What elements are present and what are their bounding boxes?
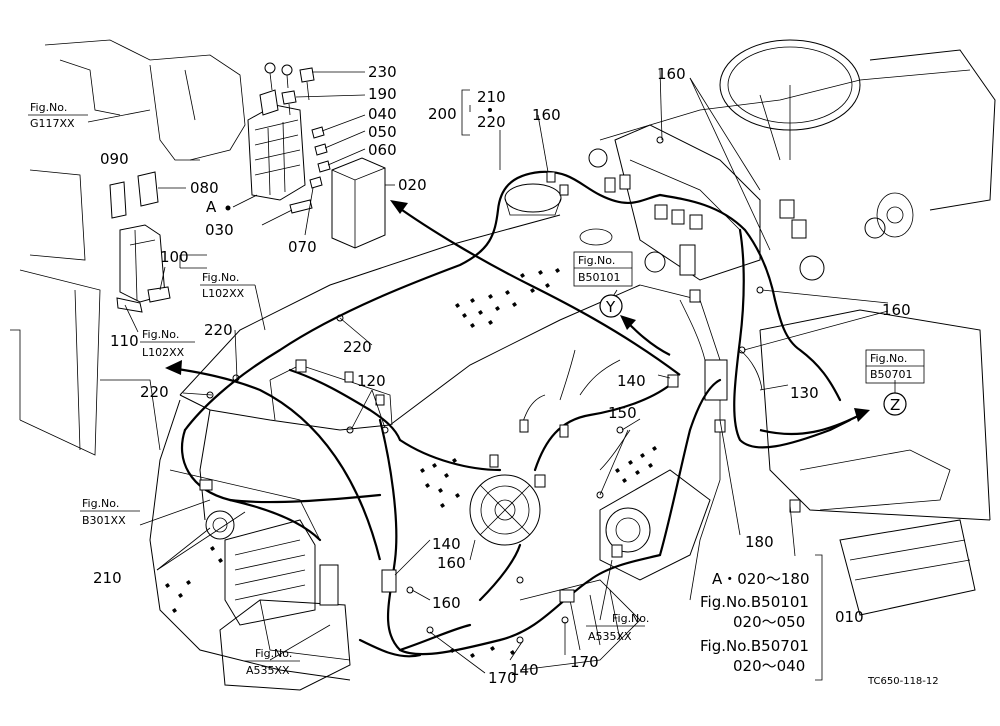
legend-line-1: A・020～180 (712, 570, 810, 588)
svg-text:Fig.No.: Fig.No. (255, 647, 292, 660)
arrow-head-l102 (165, 360, 182, 375)
label-090: 090 (100, 150, 129, 168)
svg-text:Fig.No.: Fig.No. (612, 612, 649, 625)
drawing-code: TC650-118-12 (867, 676, 939, 687)
label-210-left: 210 (93, 569, 122, 587)
label-060: 060 (368, 141, 397, 159)
view-marker-y: Y (599, 294, 623, 318)
relays-080-090 (109, 171, 159, 219)
label-210-top: 210 (477, 88, 506, 106)
fuses (289, 126, 331, 214)
label-120: 120 (357, 372, 386, 390)
label-020: 020 (398, 176, 427, 194)
label-070: 070 (288, 238, 317, 256)
label-140-bottom: 140 (510, 661, 539, 679)
leader-lines (87, 69, 896, 674)
figref-b50101: Fig.No. B50101 (573, 251, 633, 287)
label-190: 190 (368, 85, 397, 103)
svg-text:Fig.No.: Fig.No. (142, 328, 179, 341)
legend-line-4: Fig.No.B50701 (700, 637, 809, 655)
part-number-labels: 230 190 040 050 060 020 090 080 A 030 07… (93, 63, 911, 687)
label-170-right: 170 (570, 653, 599, 671)
label-160-bottom: 160 (432, 594, 461, 612)
svg-text:L102XX: L102XX (202, 287, 245, 300)
label-050: 050 (368, 123, 397, 141)
figref-a535xx-right: Fig.No. A535XX (586, 612, 649, 643)
label-160-top: 160 (532, 106, 561, 124)
view-marker-z: Z (883, 392, 907, 416)
svg-text:B50701: B50701 (870, 368, 913, 381)
label-130: 130 (790, 384, 819, 402)
arrow-head-z (854, 408, 870, 422)
wire-harness-main (180, 170, 852, 658)
view-marker-y-label: Y (605, 298, 616, 316)
bracket-010 (815, 554, 823, 681)
relay-bracket (116, 224, 171, 313)
svg-text:Fig.No.: Fig.No. (202, 271, 239, 284)
arrow-head-y (620, 315, 636, 330)
label-140-lower: 140 (432, 535, 461, 553)
figref-b301xx: Fig.No. B301XX (80, 497, 140, 527)
svg-text:Fig.No.: Fig.No. (82, 497, 119, 510)
label-160-dash: 160 (657, 65, 686, 83)
view-marker-z-label: Z (890, 396, 900, 414)
svg-text:B301XX: B301XX (82, 514, 126, 527)
label-160-lower: 160 (437, 554, 466, 572)
assembly-legend: A・020～180 Fig.No.B50101 020～050 Fig.No.B… (700, 570, 810, 675)
svg-text:G117XX: G117XX (30, 117, 75, 130)
figref-l102xx-lower: Fig.No. L102XX (140, 328, 195, 359)
label-200: 200 (428, 105, 457, 123)
svg-text:Fig.No.: Fig.No. (870, 352, 907, 365)
legend-line-3: 020～050 (733, 613, 805, 631)
figref-b50701: Fig.No. B50701 (865, 349, 925, 384)
label-040: 040 (368, 105, 397, 123)
label-100: 100 (160, 248, 189, 266)
legend-line-5: 020～040 (733, 657, 805, 675)
svg-text:A535XX: A535XX (588, 630, 632, 643)
label-a-dot (225, 205, 231, 211)
figure-references: Fig.No. G117XX Fig.No. L102XX Fig.No. L1… (28, 101, 925, 677)
label-220-top: 220 (477, 113, 506, 131)
label-170-bottom: 170 (488, 669, 517, 687)
tractor-body-outline (10, 39, 996, 691)
svg-text:A535XX: A535XX (246, 664, 290, 677)
label-150: 150 (608, 404, 637, 422)
fuse-box-cover (331, 157, 386, 249)
label-030: 030 (205, 221, 234, 239)
label-010: 010 (835, 608, 864, 626)
label-a: A (206, 198, 217, 216)
svg-text:Fig.No.: Fig.No. (30, 101, 67, 114)
label-180: 180 (745, 533, 774, 551)
fasteners (264, 62, 315, 116)
label-230: 230 (368, 63, 397, 81)
svg-text:Fig.No.: Fig.No. (578, 254, 615, 267)
figref-a535xx-left: Fig.No. A535XX (244, 647, 300, 677)
texture-patches (165, 268, 657, 658)
harness-connectors (199, 171, 801, 603)
label-210-220-dot (488, 108, 492, 112)
routing-arrows (165, 200, 870, 561)
bracket-200 (461, 89, 470, 136)
label-140-center: 140 (617, 372, 646, 390)
figref-g117xx: Fig.No. G117XX (28, 101, 88, 130)
svg-text:B50101: B50101 (578, 271, 621, 284)
label-220-left: 220 (204, 321, 233, 339)
figref-l102xx-upper: Fig.No. L102XX (200, 271, 255, 300)
label-220-mid: 220 (343, 338, 372, 356)
svg-text:L102XX: L102XX (142, 346, 185, 359)
legend-line-2: Fig.No.B50101 (700, 593, 809, 611)
label-110: 110 (110, 332, 139, 350)
arrow-head-fusebox (390, 200, 408, 214)
label-220-low: 220 (140, 383, 169, 401)
label-160-right: 160 (882, 301, 911, 319)
label-080: 080 (190, 179, 219, 197)
fuse-box-assembly (247, 89, 306, 201)
